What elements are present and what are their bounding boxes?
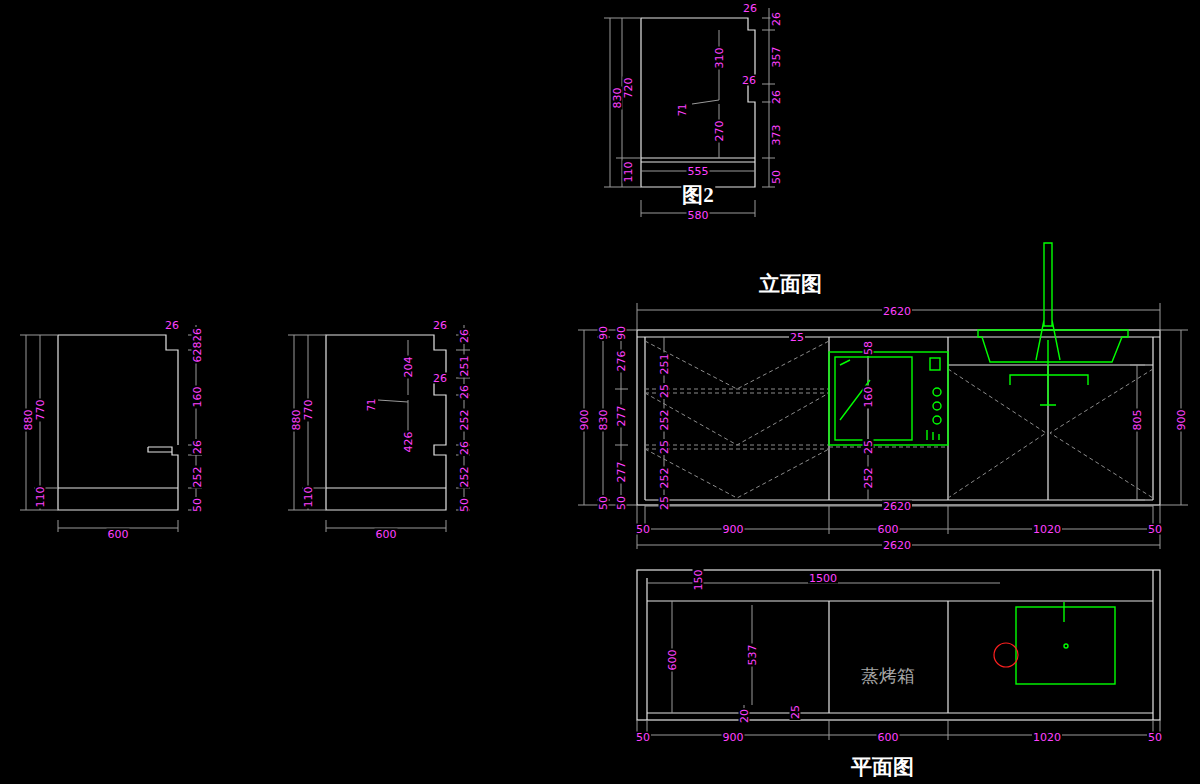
dimension-value: 50 xyxy=(1147,732,1163,743)
dimension-value: 600 xyxy=(107,529,130,540)
dimension-value: 770 xyxy=(303,399,314,422)
dimension-value: 600 xyxy=(877,732,900,743)
dimension-value: 600 xyxy=(877,524,900,535)
dimension-value: 50 xyxy=(635,524,651,535)
dimension-value: 251 xyxy=(459,355,470,378)
dimension-value: 830 xyxy=(612,87,623,110)
dimension-value: 537 xyxy=(747,644,758,667)
dimension-value: 50 xyxy=(459,497,470,513)
dimension-value: 580 xyxy=(687,210,710,221)
dimension-value: 276 xyxy=(616,350,627,373)
dimension-value: 770 xyxy=(35,399,46,422)
dimension-value: 50 xyxy=(598,495,609,511)
dimension-value: 26 xyxy=(164,320,180,331)
dimension-value: 50 xyxy=(192,497,203,513)
dimension-value: 2620 xyxy=(882,540,912,551)
callout-number: 71 xyxy=(367,398,377,413)
dimension-value: 251 xyxy=(659,353,670,376)
dimension-value: 2620 xyxy=(882,306,912,317)
dimension-value: 2620 xyxy=(882,501,912,512)
dimension-value: 252 xyxy=(659,467,670,490)
dimension-value: 90 xyxy=(598,325,609,341)
dimension-value: 25 xyxy=(659,383,670,399)
dimension-value: 110 xyxy=(303,486,314,509)
dimension-value: 277 xyxy=(616,405,627,428)
dimension-value: 90 xyxy=(616,325,627,341)
dimension-value: 110 xyxy=(623,161,634,184)
dimension-value: 252 xyxy=(659,409,670,432)
dimension-value: 58 xyxy=(863,340,874,356)
dimension-value: 26 xyxy=(771,11,782,27)
dimension-value: 600 xyxy=(667,649,678,672)
dimension-value: 880 xyxy=(23,409,34,432)
dimension-value: 1020 xyxy=(1032,524,1062,535)
dimension-value: 26 xyxy=(192,439,203,455)
dimension-value: 555 xyxy=(687,166,710,177)
dimension-value: 805 xyxy=(1132,409,1143,432)
dimension-value: 26 xyxy=(459,440,470,456)
dimension-value: 160 xyxy=(863,386,874,409)
dimension-value: 204 xyxy=(403,356,414,379)
dimension-value: 900 xyxy=(579,409,590,432)
dimension-value: 270 xyxy=(714,120,725,143)
dimension-value: 1500 xyxy=(808,573,838,584)
dimension-value: 25 xyxy=(659,495,670,511)
dimension-value: 160 xyxy=(192,386,203,409)
callout-number: 71 xyxy=(678,103,688,118)
dimension-value: 310 xyxy=(714,47,725,70)
dimension-value: 252 xyxy=(192,466,203,489)
dimension-value: 26 xyxy=(432,320,448,331)
dimension-value: 50 xyxy=(616,495,627,511)
view-title: 图2 xyxy=(681,185,715,206)
dimension-value: 252 xyxy=(459,466,470,489)
dimension-value: 26 xyxy=(771,89,782,105)
dimension-value: 25 xyxy=(659,439,670,455)
dimension-value: 26 xyxy=(741,75,757,86)
dimension-value: 26 xyxy=(459,328,470,344)
dimension-value: 600 xyxy=(375,529,398,540)
dimension-value: 373 xyxy=(771,124,782,147)
dimension-value: 26 xyxy=(742,3,758,14)
dimension-value: 110 xyxy=(35,486,46,509)
view-title: 平面图 xyxy=(850,757,915,778)
dimension-value: 720 xyxy=(623,77,634,100)
dimension-value: 50 xyxy=(771,169,782,185)
dimension-value: 50 xyxy=(635,732,651,743)
dimension-value: 25 xyxy=(863,439,874,455)
dimension-value: 1020 xyxy=(1032,732,1062,743)
view-title: 立面图 xyxy=(758,274,823,295)
dimension-value: 900 xyxy=(722,524,745,535)
dimension-value: 277 xyxy=(616,461,627,484)
dimension-value: 26 xyxy=(432,373,448,384)
dimension-value: 25 xyxy=(789,332,805,343)
dimension-value: 252 xyxy=(863,467,874,490)
dimension-value: 426 xyxy=(403,431,414,454)
appliance-label: 蒸烤箱 xyxy=(860,667,916,685)
dimension-value: 357 xyxy=(771,46,782,69)
dimension-value: 252 xyxy=(459,409,470,432)
dimension-value: 20 xyxy=(739,708,750,724)
dimension-value: 150 xyxy=(693,569,704,592)
dimension-value: 628 xyxy=(192,341,203,364)
dimension-value: 880 xyxy=(291,409,302,432)
dimension-value: 830 xyxy=(598,409,609,432)
dimension-value: 900 xyxy=(1176,409,1187,432)
dimension-value: 25 xyxy=(790,704,801,720)
dimension-value: 26 xyxy=(459,384,470,400)
dimension-value: 50 xyxy=(1147,524,1163,535)
dimension-value: 900 xyxy=(722,732,745,743)
